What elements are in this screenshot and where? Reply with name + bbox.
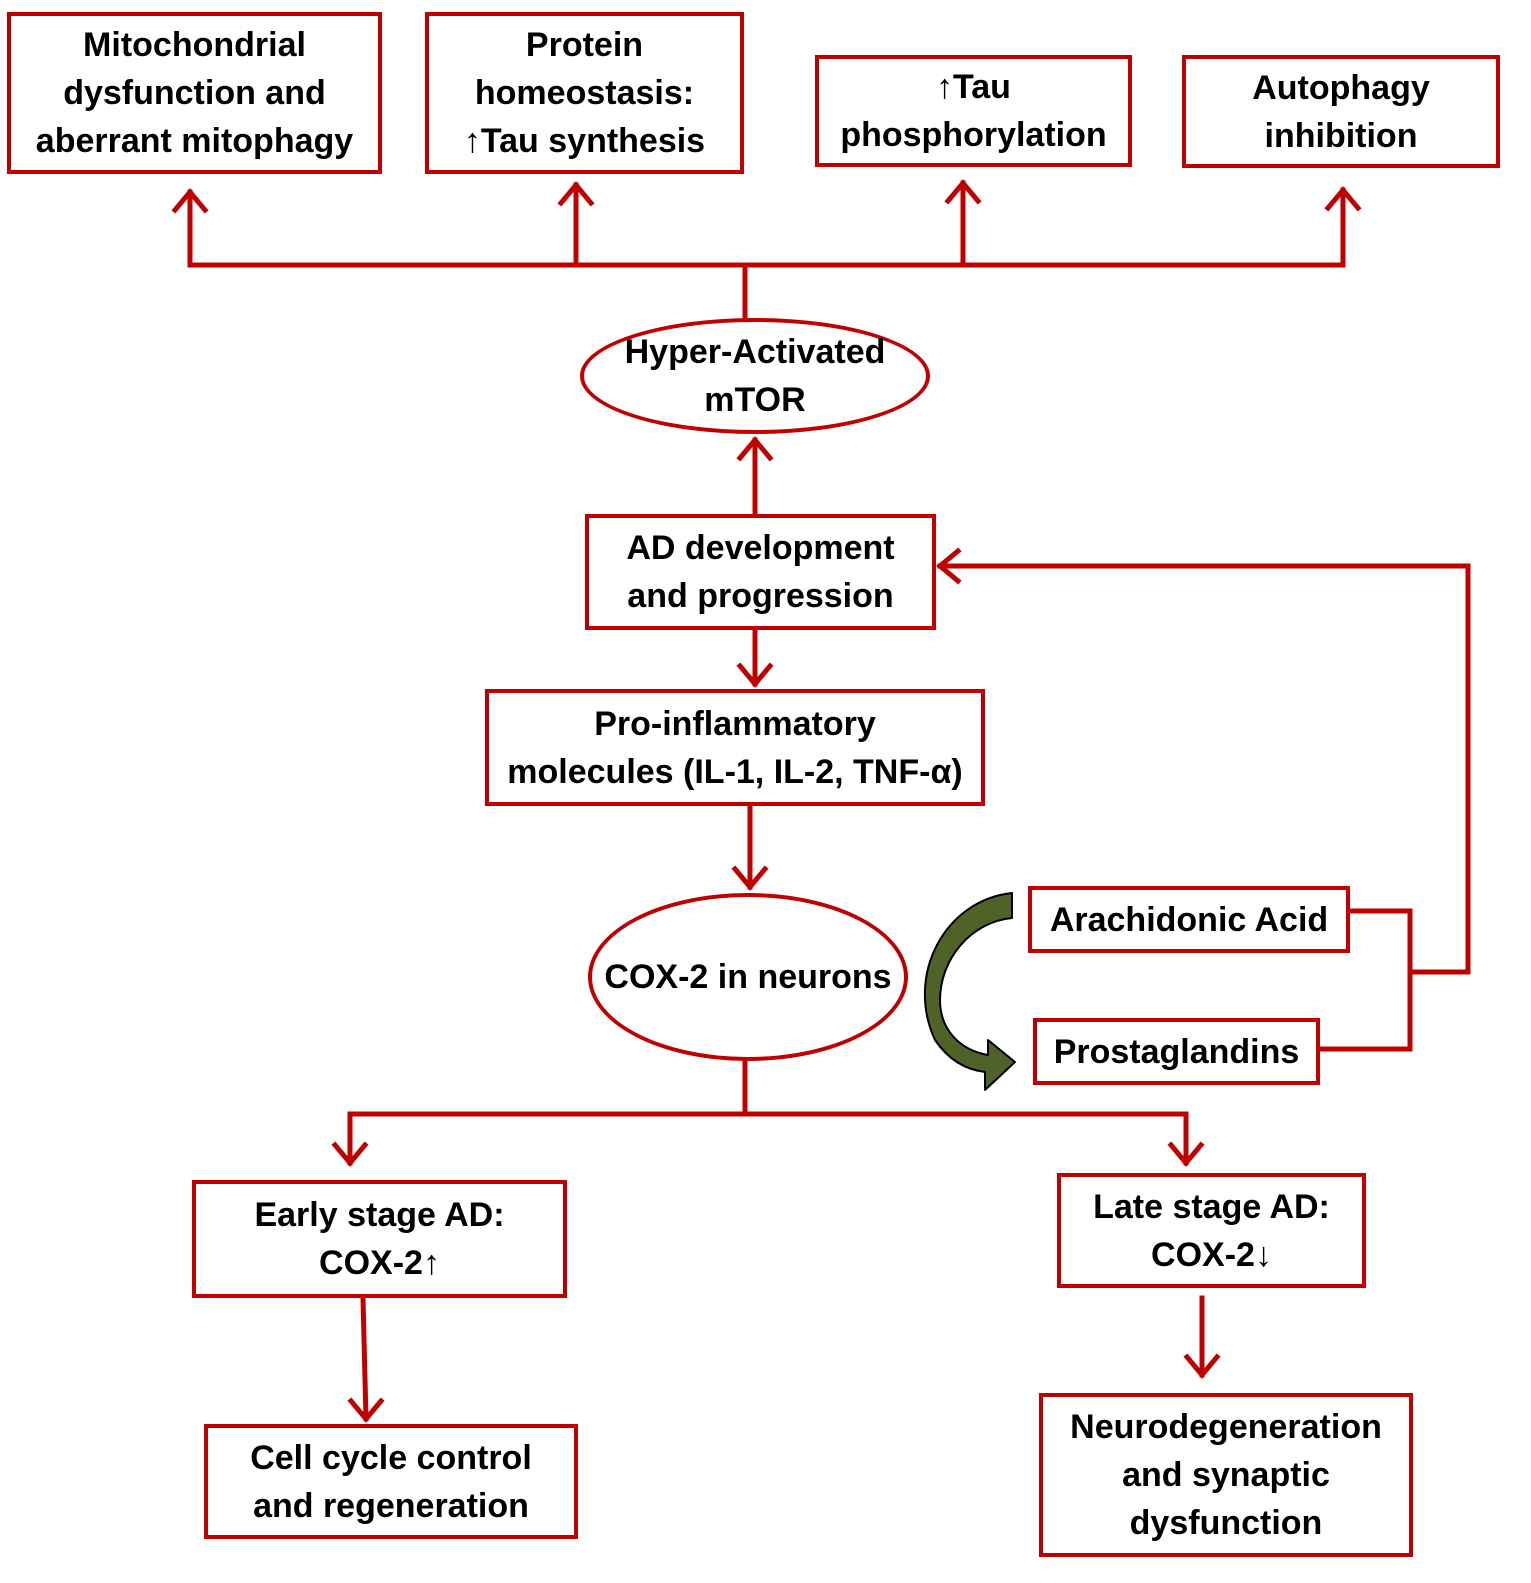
conversion-curved-arrow: [924, 892, 1016, 1091]
feedback-loop-connector: [936, 547, 1471, 975]
protein-line-2: homeostasis:: [474, 74, 695, 112]
arrow-ad-to-mtor: [736, 436, 774, 515]
late-stage-ad-box: Late stage AD: COX-2↓: [1057, 1173, 1366, 1288]
prostaglandins-box: Prostaglandins: [1033, 1018, 1320, 1085]
pro-inflammatory-box: Pro-inflammatory molecules (IL-1, IL-2, …: [485, 689, 985, 806]
arrow-late-to-neurodegeneration: [1183, 1295, 1221, 1379]
prostaglandins-line-1: Prostaglandins: [1053, 1032, 1300, 1071]
late-line-2: COX-2↓: [1151, 1235, 1272, 1274]
cell-cycle-line-1: Cell cycle control: [250, 1438, 532, 1477]
arrow-early-to-cell-cycle: [347, 1295, 385, 1423]
neurodegeneration-box: Neurodegeneration and synaptic dysfuncti…: [1039, 1393, 1413, 1557]
mitochondrial-line-1: Mitochondrial: [83, 26, 306, 64]
pro-inflam-line-1: Pro-inflammatory: [594, 704, 876, 743]
neuro-line-2: and synaptic: [1122, 1456, 1330, 1494]
feedback-bracket-connector: [1317, 908, 1413, 1052]
cell-cycle-box: Cell cycle control and regeneration: [204, 1424, 578, 1539]
arachidonic-acid-box: Arachidonic Acid: [1028, 886, 1350, 953]
arrow-to-protein: [557, 181, 595, 268]
arrow-proinflammatory-to-cox2: [731, 803, 769, 891]
mtor-line-1: Hyper-Activated: [624, 333, 886, 371]
arrow-to-tau-phosphorylation: [944, 179, 982, 268]
arachidonic-line-1: Arachidonic Acid: [1049, 900, 1329, 939]
late-line-1: Late stage AD:: [1093, 1187, 1330, 1226]
ad-dev-line-1: AD development: [626, 529, 895, 567]
protein-line-1: Protein: [525, 26, 644, 64]
neuro-line-1: Neurodegeneration: [1070, 1408, 1382, 1446]
arrow-to-late-stage: [1167, 1111, 1205, 1167]
neuro-line-3: dysfunction: [1129, 1504, 1323, 1542]
hyper-activated-mtor-ellipse: Hyper-Activated mTOR: [580, 318, 930, 434]
early-line-2: COX-2↑: [319, 1244, 440, 1282]
arrow-to-autophagy: [1324, 186, 1362, 268]
protein-homeostasis-box: Protein homeostasis: ↑Tau synthesis: [425, 12, 744, 174]
autophagy-line-1: Autophagy: [1252, 68, 1430, 107]
pro-inflam-line-2: molecules (IL-1, IL-2, TNF-α): [507, 752, 963, 791]
cox2-neurons-ellipse: COX-2 in neurons: [588, 893, 908, 1061]
mitochondrial-line-2: dysfunction and: [63, 74, 326, 112]
cox2-line-1: COX-2 in neurons: [604, 958, 892, 996]
autophagy-inhibition-box: Autophagy inhibition: [1182, 55, 1500, 168]
arrow-ad-to-proinflammatory: [736, 627, 774, 688]
ad-development-box: AD development and progression: [585, 514, 936, 630]
arrow-to-early-stage: [331, 1111, 369, 1167]
ad-dev-line-2: and progression: [627, 577, 894, 615]
mitochondrial-dysfunction-box: Mitochondrial dysfunction and aberrant m…: [7, 12, 382, 174]
mitochondrial-line-3: aberrant mitophagy: [35, 122, 354, 160]
cell-cycle-line-2: and regeneration: [253, 1486, 529, 1525]
early-line-1: Early stage AD:: [254, 1196, 505, 1234]
autophagy-line-2: inhibition: [1264, 116, 1418, 155]
mtor-line-2: mTOR: [704, 381, 806, 419]
tau-phosphorylation-box: ↑Tau phosphorylation: [815, 55, 1132, 167]
early-stage-ad-box: Early stage AD: COX-2↑: [192, 1180, 567, 1298]
tau-phos-line-2: phosphorylation: [840, 116, 1107, 154]
arrow-to-mitochondrial: [171, 188, 209, 268]
protein-line-3: ↑Tau synthesis: [463, 122, 706, 160]
tau-phos-line-1: ↑Tau: [936, 68, 1011, 106]
